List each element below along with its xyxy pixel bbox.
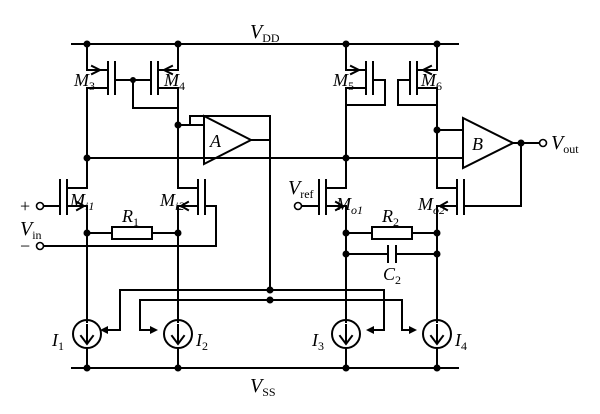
label-mo1: Mo1 — [335, 194, 363, 217]
label-i2: I2 — [195, 330, 208, 353]
m3-m4-gate-wire — [114, 79, 179, 109]
transistor-mi2 — [177, 179, 206, 323]
m5-gate-wire — [345, 79, 386, 106]
resistor-r2 — [371, 226, 413, 240]
control-wire-upper — [119, 289, 271, 303]
amp-a-output-wire — [250, 139, 271, 291]
vdd-node-m3 — [83, 40, 91, 48]
label-m4: M4 — [163, 70, 185, 93]
label-m6: M6 — [420, 70, 442, 93]
label-mi1: Mi1 — [69, 190, 94, 213]
amp-a-bias-wire — [177, 115, 271, 141]
vss-label: VSS — [250, 375, 276, 399]
minus-input-wire — [43, 205, 217, 247]
label-c2: C2 — [383, 264, 401, 287]
transistor-m4 — [150, 43, 179, 117]
transistor-m3 — [86, 43, 116, 117]
label-minus: − — [20, 236, 30, 256]
vss-node-i1 — [83, 364, 91, 372]
label-m5: M5 — [332, 70, 354, 93]
mid-node-wire — [86, 115, 464, 159]
current-source-i2 — [163, 319, 193, 369]
m6-gate-wire — [397, 79, 438, 106]
current-source-i3 — [331, 319, 361, 369]
transistor-mi1 — [59, 157, 88, 323]
transistor-mo1 — [318, 157, 347, 323]
transistor-m5 — [345, 43, 374, 119]
transistor-m6 — [409, 43, 438, 119]
vdd-node-m4 — [174, 40, 182, 48]
control-wire-lower — [139, 299, 411, 331]
label-plus: + — [20, 196, 30, 216]
label-i4: I4 — [454, 330, 467, 353]
vref-terminal[interactable] — [293, 201, 303, 211]
vdd-node-m5 — [342, 40, 350, 48]
label-r1: R1 — [121, 206, 139, 229]
vout-terminal[interactable] — [538, 138, 548, 148]
control-arrow-i1 — [100, 326, 108, 334]
plus-input-terminal[interactable] — [35, 201, 45, 211]
label-mo2: Mo2 — [417, 194, 445, 217]
control-arrow-i3 — [366, 326, 374, 334]
current-source-i1 — [72, 319, 102, 369]
label-vin: Vin — [20, 218, 42, 242]
amplifier-b — [462, 116, 516, 170]
minus-input-terminal[interactable] — [35, 241, 45, 251]
current-source-i4 — [422, 319, 452, 369]
label-vref: Vref — [288, 177, 314, 201]
vss-node-i4 — [433, 364, 441, 372]
label-i1: I1 — [51, 330, 64, 353]
vss-node-i2 — [174, 364, 182, 372]
vdd-label: VDD — [250, 21, 280, 45]
label-amp-a: A — [209, 131, 222, 151]
label-i3: I3 — [311, 330, 324, 353]
resistor-r1 — [111, 226, 153, 240]
label-amp-b: B — [472, 134, 483, 154]
label-mi2: Mi2 — [159, 190, 184, 213]
vdd-node-m6 — [433, 40, 441, 48]
vout-feedback-wire — [463, 142, 522, 207]
label-vout: Vout — [551, 132, 579, 156]
amp-b-input-wire — [436, 117, 464, 131]
control-arrow-i4 — [409, 326, 417, 334]
control-arrow-i2 — [150, 326, 158, 334]
transistor-mo2 — [436, 179, 465, 323]
label-m3: M3 — [73, 70, 95, 93]
amplifier-a — [203, 114, 254, 166]
label-r2: R2 — [381, 206, 399, 229]
vss-node-i3 — [342, 364, 350, 372]
